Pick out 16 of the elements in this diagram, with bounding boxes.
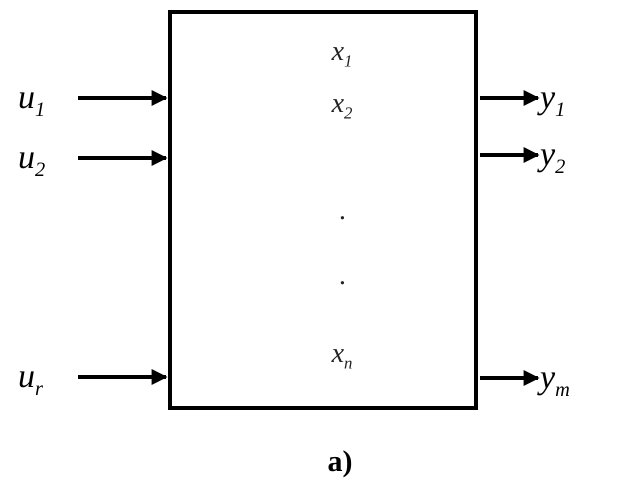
system-block bbox=[168, 10, 478, 410]
state-variable: · bbox=[338, 202, 346, 236]
input-label: u$_{2}$ bbox=[18, 138, 46, 183]
input-label: u$_{r}$ bbox=[18, 357, 43, 402]
arrow bbox=[480, 370, 540, 386]
arrow bbox=[78, 90, 168, 106]
state-variable: x$_{n}$ bbox=[330, 337, 354, 375]
state-variable: x$_{2}$ bbox=[330, 87, 354, 125]
panel-label: a) bbox=[326, 445, 354, 479]
arrow bbox=[480, 147, 540, 163]
state-variable: x$_{1}$ bbox=[330, 35, 354, 73]
arrow bbox=[480, 90, 540, 106]
input-label: u$_{1}$ bbox=[18, 78, 46, 123]
arrow bbox=[78, 369, 168, 385]
state-variable: · bbox=[338, 267, 346, 301]
arrow bbox=[78, 150, 168, 166]
